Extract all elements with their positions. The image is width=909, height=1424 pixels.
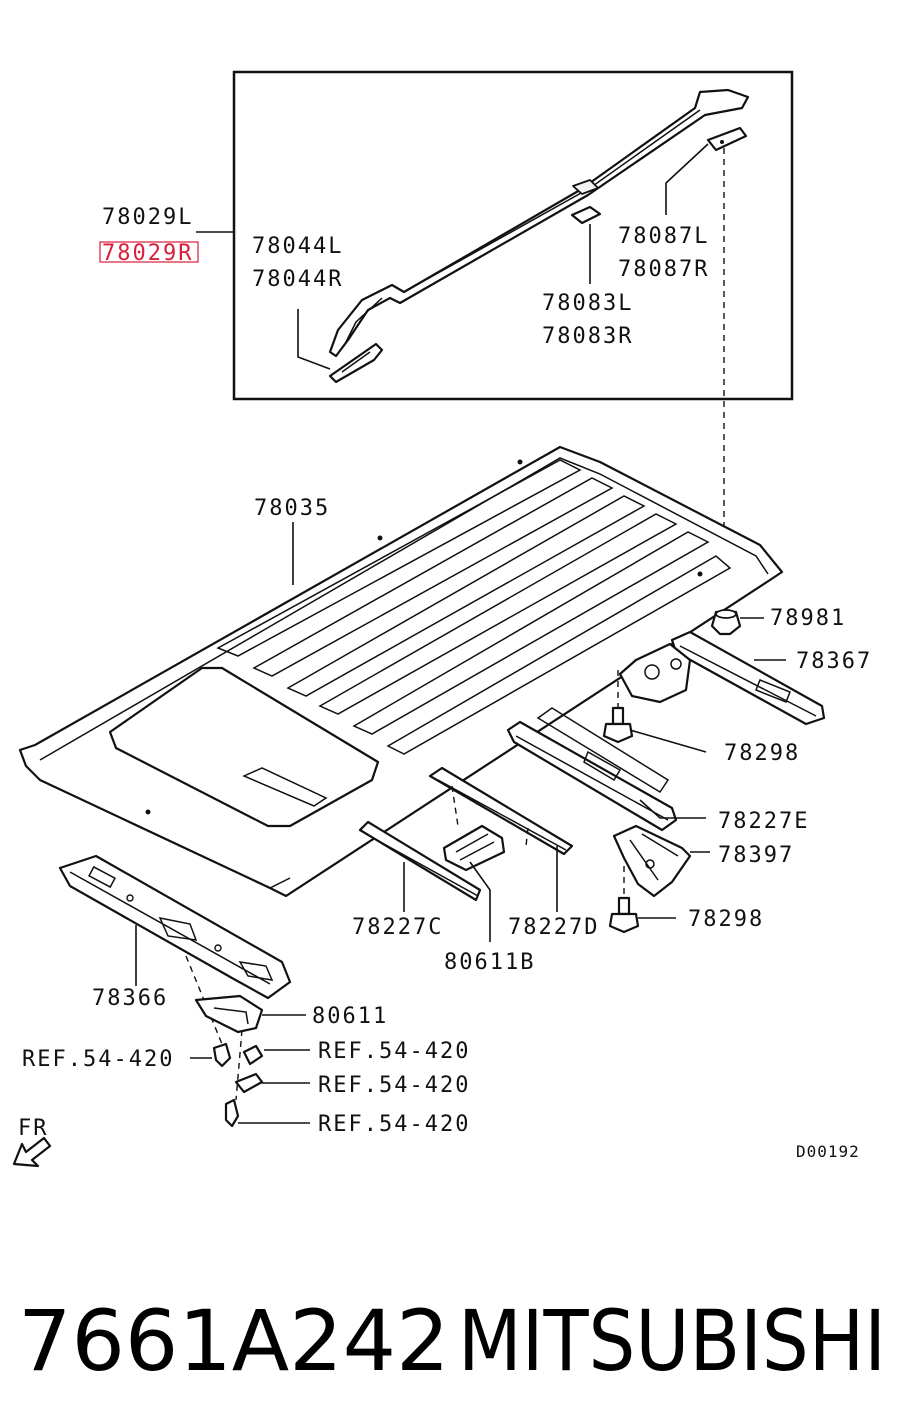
clip-c [234, 1072, 264, 1094]
grommet [710, 609, 742, 636]
roof-bow-e [506, 707, 678, 832]
front-end-cover [328, 342, 384, 384]
bracket-b [442, 824, 506, 872]
highlight-rail-r [99, 241, 199, 263]
label-rail-r: 78029R [102, 241, 193, 266]
label-bow-e: 78227E [718, 809, 809, 834]
front-bracket [194, 994, 264, 1034]
roof-bow-d [428, 766, 574, 856]
label-grommet: 78981 [770, 606, 846, 631]
label-rail-l: 78029L [102, 205, 193, 230]
label-bracket-b: 80611B [444, 950, 535, 975]
bolt-upper [602, 706, 634, 744]
label-ref-d: REF.54-420 [318, 1112, 470, 1137]
label-bracket: 78397 [718, 843, 794, 868]
label-bow-d: 78227D [508, 915, 599, 940]
roof-bow-c [358, 820, 482, 902]
label-bolt-upper: 78298 [724, 741, 800, 766]
clip-b [242, 1044, 264, 1066]
label-bolt-lower: 78298 [688, 907, 764, 932]
drawing-code: D00192 [796, 1142, 860, 1161]
footer-brand: MITSUBISHI [458, 1292, 886, 1390]
roof-panel [18, 445, 784, 898]
clip-d [224, 1098, 240, 1128]
front-header [58, 854, 292, 1000]
rear-header [618, 630, 826, 726]
label-direction: FR [18, 1116, 49, 1141]
bracket-78397 [612, 824, 692, 898]
middle-cover [570, 205, 602, 225]
label-rear-header: 78367 [796, 649, 872, 674]
label-front-header: 78366 [92, 986, 168, 1011]
label-ref-c: REF.54-420 [318, 1073, 470, 1098]
label-bracket-front: 80611 [312, 1004, 388, 1029]
label-rear-cover-r: 78087R [618, 257, 709, 282]
label-mid-cover-l: 78083L [542, 291, 633, 316]
label-rear-cover-l: 78087L [618, 224, 709, 249]
roof-rail [328, 88, 750, 358]
label-roof-panel: 78035 [254, 496, 330, 521]
label-ref-a: REF.54-420 [22, 1047, 174, 1072]
footer-part-number: 7661A242 [18, 1292, 450, 1390]
front-direction-arrow-icon [12, 1136, 52, 1168]
label-bow-c: 78227C [352, 915, 443, 940]
label-end-cover-l: 78044L [252, 234, 343, 259]
label-mid-cover-r: 78083R [542, 324, 633, 349]
clip-a [212, 1042, 232, 1068]
rail-inset-box [232, 70, 794, 401]
rear-end-cover [706, 126, 748, 152]
bolt-lower [608, 896, 640, 934]
label-end-cover-r: 78044R [252, 267, 343, 292]
label-ref-b: REF.54-420 [318, 1039, 470, 1064]
